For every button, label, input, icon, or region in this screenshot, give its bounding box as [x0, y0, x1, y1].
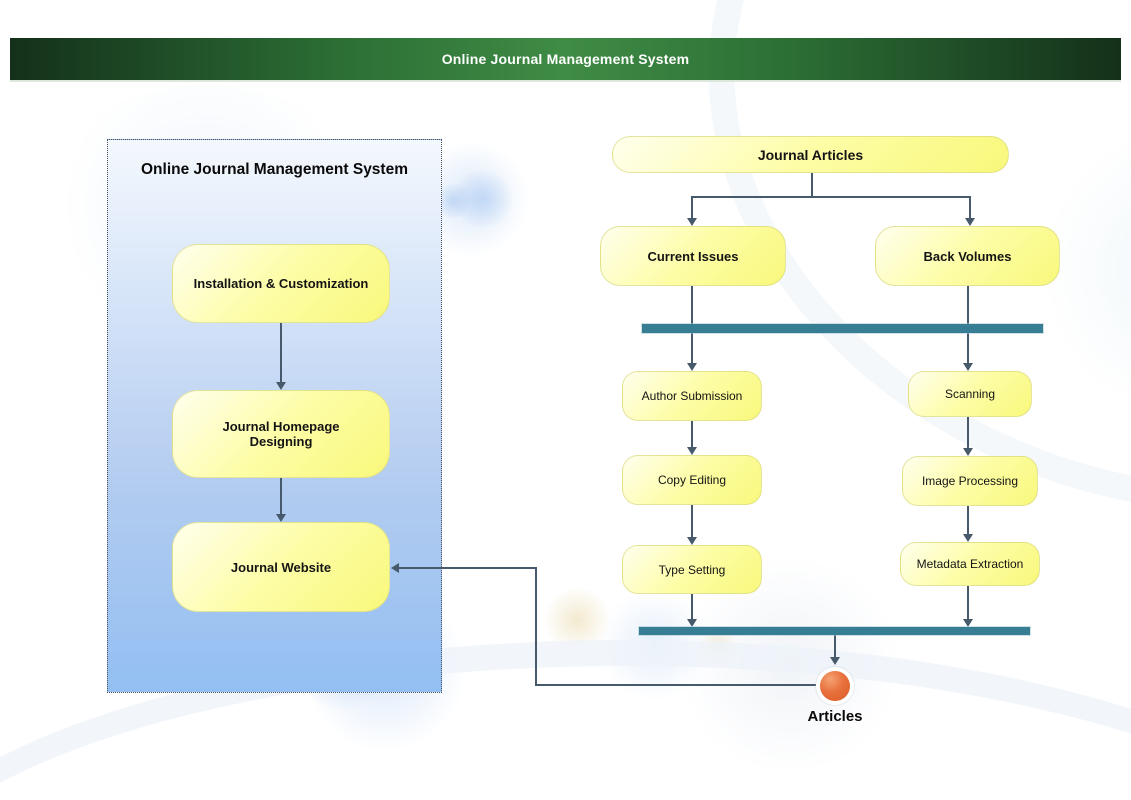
flow-line: [691, 196, 693, 219]
step-label: Copy Editing: [657, 473, 727, 487]
node-back-volumes: Back Volumes: [875, 226, 1060, 286]
arrowhead-down: [687, 363, 697, 371]
flow-line: [967, 586, 969, 620]
step-image-processing: Image Processing: [902, 456, 1038, 506]
node-label: Back Volumes: [923, 248, 1012, 264]
step-label: Type Setting: [658, 562, 726, 577]
page-title: Online Journal Management System: [441, 51, 690, 67]
node-label: Installation & Customization: [193, 276, 369, 291]
arrowhead-down: [963, 534, 973, 542]
step-label: Author Submission: [641, 389, 743, 403]
panel-title: Online Journal Management System: [140, 161, 408, 178]
arrowhead-down: [276, 514, 286, 522]
background-decoration: [454, 170, 512, 228]
join-bar: [639, 627, 1030, 635]
node-installation-customization: Installation & Customization: [172, 244, 390, 323]
flow-line: [691, 196, 971, 198]
connector-line: [399, 567, 537, 569]
step-type-setting: Type Setting: [622, 545, 762, 594]
node-current-issues: Current Issues: [600, 226, 786, 286]
node-label: Journal Articles: [757, 146, 864, 163]
flow-line: [691, 421, 693, 448]
arrowhead-down: [276, 382, 286, 390]
arrowhead-down: [965, 218, 975, 226]
node-label: Journal Website: [230, 559, 332, 575]
arrowhead-down: [963, 448, 973, 456]
arrowhead-down: [687, 218, 697, 226]
background-swoosh: [607, 0, 1131, 631]
connector-line: [535, 684, 816, 686]
final-node-label: Articles: [807, 708, 863, 725]
flow-line: [967, 417, 969, 449]
flow-line: [280, 478, 282, 515]
background-decoration: [545, 588, 609, 652]
final-node-articles: [820, 671, 850, 701]
node-journal-website: Journal Website: [172, 522, 390, 612]
step-author-submission: Author Submission: [622, 371, 762, 421]
step-metadata-extraction: Metadata Extraction: [900, 542, 1040, 586]
node-journal-articles: Journal Articles: [612, 136, 1009, 173]
arrowhead-down: [830, 657, 840, 665]
node-journal-homepage-designing: Journal Homepage Designing: [172, 390, 390, 478]
arrowhead-down: [687, 447, 697, 455]
arrowhead-down: [687, 619, 697, 627]
step-label: Metadata Extraction: [916, 557, 1024, 571]
arrowhead-down: [963, 619, 973, 627]
connector-line: [535, 567, 537, 686]
flow-line: [691, 505, 693, 538]
flow-line: [691, 594, 693, 620]
flow-line: [811, 173, 813, 198]
flow-line: [280, 323, 282, 383]
arrowhead-left: [391, 563, 399, 573]
arrowhead-down: [687, 537, 697, 545]
node-label: Journal Homepage Designing: [222, 419, 340, 449]
page-header-bar: Online Journal Management System: [10, 38, 1121, 82]
step-scanning: Scanning: [908, 371, 1032, 417]
fork-bar: [642, 324, 1043, 333]
flow-line: [967, 506, 969, 535]
flow-line: [834, 635, 836, 658]
node-label: Current Issues: [647, 248, 739, 264]
flow-line: [969, 196, 971, 219]
arrowhead-down: [963, 363, 973, 371]
step-label: Scanning: [944, 387, 996, 401]
step-copy-editing: Copy Editing: [622, 455, 762, 505]
step-label: Image Processing: [921, 474, 1019, 488]
